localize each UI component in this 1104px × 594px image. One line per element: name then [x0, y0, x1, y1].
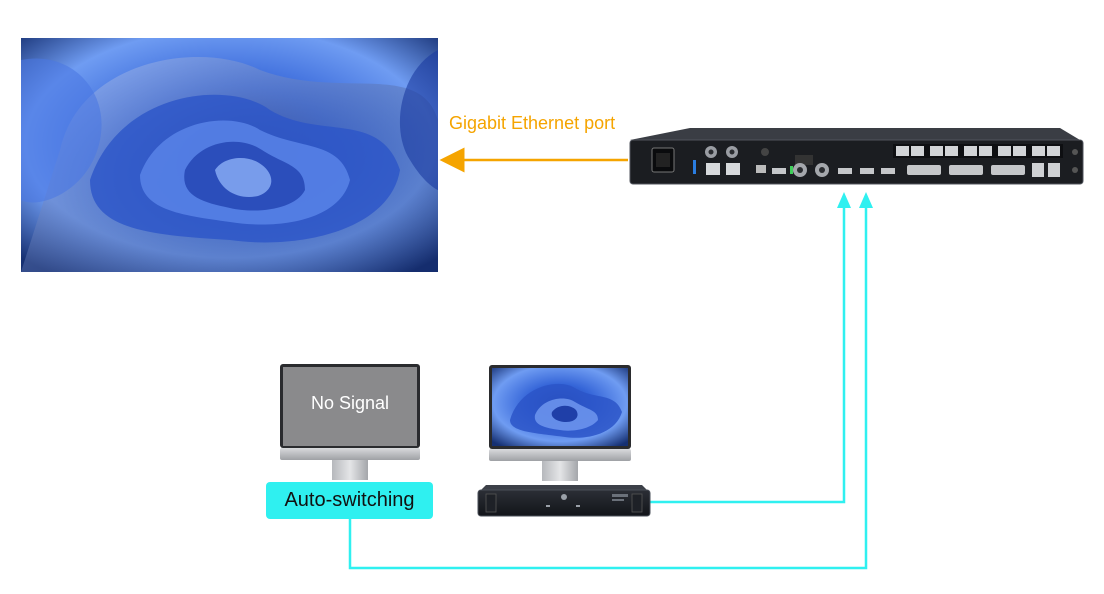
no-signal-text: No Signal [310, 393, 390, 413]
arrow-up-icon [837, 192, 851, 208]
ethernet-port-label: Gigabit Ethernet port [449, 113, 616, 133]
led-screen-icon [21, 38, 438, 272]
auto-switching-badge: Auto-switching [266, 482, 433, 519]
video-controller-icon [629, 128, 1084, 185]
arrow-up-icon [859, 192, 873, 208]
auto-switching-label: Auto-switching [284, 489, 415, 511]
signal-lines [348, 198, 868, 570]
media-server-icon [477, 485, 651, 517]
monitor-icon [489, 365, 631, 481]
monitor-icon [280, 364, 420, 480]
